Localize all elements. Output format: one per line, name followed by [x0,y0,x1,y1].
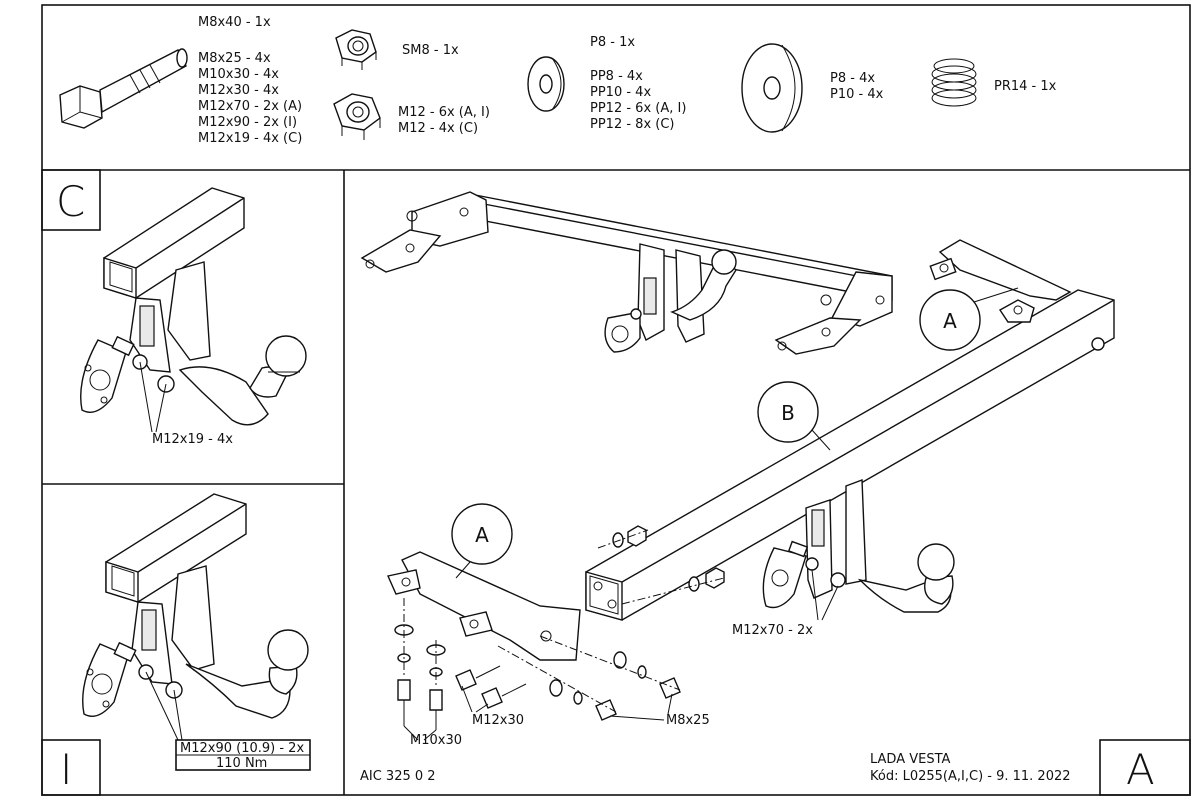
bolt-line-3: M12x30 - 4x [198,83,279,98]
spring-label: PR14 - 1x [994,79,1057,94]
panel-i-letter: I [60,745,72,794]
letter-box-a [1099,739,1191,796]
m10x30-leader-2 [423,729,437,741]
exploded-towbar-drawing [387,239,1115,730]
drawing-number: AIC 325 0 2 [360,769,436,784]
nut-large-line-0: M12 - 6x (A, I) [398,105,490,120]
m12x70-leader-2 [821,585,839,621]
bolt-icon [59,48,188,129]
washer-large-icon [741,43,803,133]
m12x70-leader-1 [811,569,819,621]
washer-large-line-1: P10 - 4x [830,87,884,102]
callout-m8x25: M8x25 [666,713,710,728]
callout-m12x30: M12x30 [472,713,524,728]
panel-c-leader-1 [139,361,153,433]
nut-small-icon [335,29,377,70]
callout-circle-a-bottom [451,503,513,565]
bolt-line-5: M12x90 - 2x (I) [198,115,297,130]
nut-small-label: SM8 - 1x [402,43,459,58]
panel-c-towbar-drawing [80,187,307,426]
bolt-line-6: M12x19 - 4x (C) [198,131,302,146]
assembled-towbar-drawing [360,191,893,355]
washer-large-line-0: P8 - 4x [830,71,875,86]
letter-box-i [41,739,101,796]
callout-a-top-leader [973,287,1019,303]
callout-m12x70: M12x70 - 2x [732,623,813,638]
panel-i-leader-2 [173,689,183,741]
panel-i-leader-1 [145,671,179,741]
callout-a-bottom-label: A [475,523,489,547]
bolt-line-4: M12x70 - 2x (A) [198,99,302,114]
washer-small-line-4: PP12 - 8x (C) [590,117,675,132]
callout-circle-b [757,381,819,443]
panel-c-callout: M12x19 - 4x [152,432,233,447]
callout-b-label: B [781,401,795,425]
m12x30-leader-2 [475,703,489,713]
panel-i-callout-line1: M12x90 (10.9) - 2x [180,741,304,756]
panel-i-towbar-drawing [82,493,309,719]
washer-small-line-1: PP8 - 4x [590,69,643,84]
callout-a-top-label: A [943,309,957,333]
bolt-line-1: M8x25 - 4x [198,51,271,66]
m8x25-leader-1 [609,715,665,721]
callout-m10x30: M10x30 [410,733,462,748]
variant-letter: A [1126,745,1155,794]
panel-c-leader-2 [155,383,167,433]
outer-frame [41,4,1191,796]
vehicle-name: LADA VESTA [870,752,951,767]
washer-small-icon [527,56,565,112]
washer-small-line-2: PP10 - 4x [590,85,651,100]
spring-icon [931,58,977,107]
bolt-line-0: M8x40 - 1x [198,15,271,30]
nut-large-line-1: M12 - 4x (C) [398,121,478,136]
washer-small-line-0: P8 - 1x [590,35,635,50]
callout-b-leader [811,429,831,451]
m8x25-leader-2 [667,693,673,715]
nut-large-icon [333,93,381,140]
callout-a-bottom-leader [455,561,471,579]
bolt-line-2: M10x30 - 4x [198,67,279,82]
letter-box-c [41,169,101,231]
m10x30-leader-1 [403,725,419,741]
drawing-code: Kód: L0255(A,I,C) - 9. 11. 2022 [870,769,1071,784]
m12x30-leader-1 [461,685,473,713]
panel-c-letter: C [56,177,85,226]
washer-small-line-3: PP12 - 6x (A, I) [590,101,686,116]
callout-circle-a-top [919,289,981,351]
panel-i-callout-line2: 110 Nm [216,756,267,771]
